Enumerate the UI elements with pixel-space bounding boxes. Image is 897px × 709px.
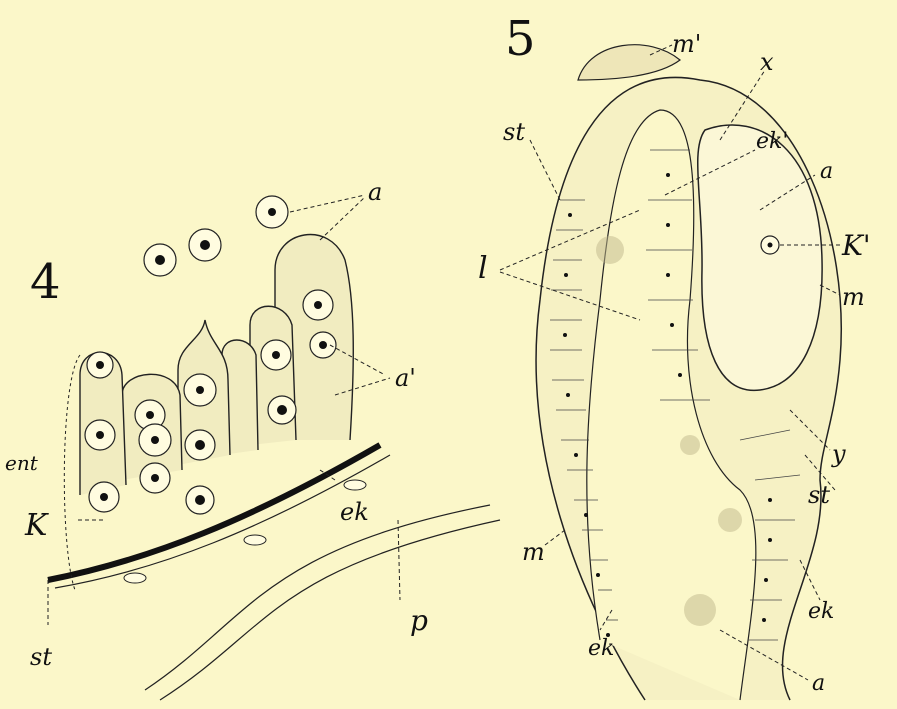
label-p: p	[410, 604, 428, 637]
ectoderm-nuclei	[124, 480, 366, 583]
label-ek-right: ek	[808, 599, 834, 624]
label-a-top: a	[820, 159, 833, 184]
figure-5-number: 5	[505, 11, 536, 67]
label-K-prime: K'	[841, 229, 871, 262]
label-l: l	[478, 251, 488, 286]
figure-5: 5	[478, 11, 871, 700]
label-ek-left: ek	[588, 636, 614, 661]
p-line	[160, 520, 500, 700]
m-prime-cap	[578, 45, 680, 80]
label-ek: ek	[340, 498, 369, 526]
figure-4: 4	[5, 178, 500, 700]
ent-bracket	[64, 355, 80, 590]
label-st-top: st	[503, 118, 525, 146]
label-m-prime: m'	[672, 30, 701, 58]
egg-nucleolus	[768, 243, 773, 248]
label-ek-prime: ek'	[756, 129, 788, 154]
label-a: a	[368, 178, 382, 206]
label-y: y	[831, 440, 846, 468]
label-a-bottom: a	[812, 671, 825, 696]
figure-4-number: 4	[30, 254, 61, 310]
label-ent: ent	[5, 451, 39, 475]
label-m-right: m	[842, 283, 865, 311]
label-st: st	[30, 643, 52, 671]
label-a-prime: a'	[395, 364, 416, 392]
label-st-right: st	[808, 481, 830, 509]
label-m-left: m	[522, 538, 545, 566]
label-K: K	[24, 508, 49, 543]
label-x: x	[760, 48, 774, 76]
